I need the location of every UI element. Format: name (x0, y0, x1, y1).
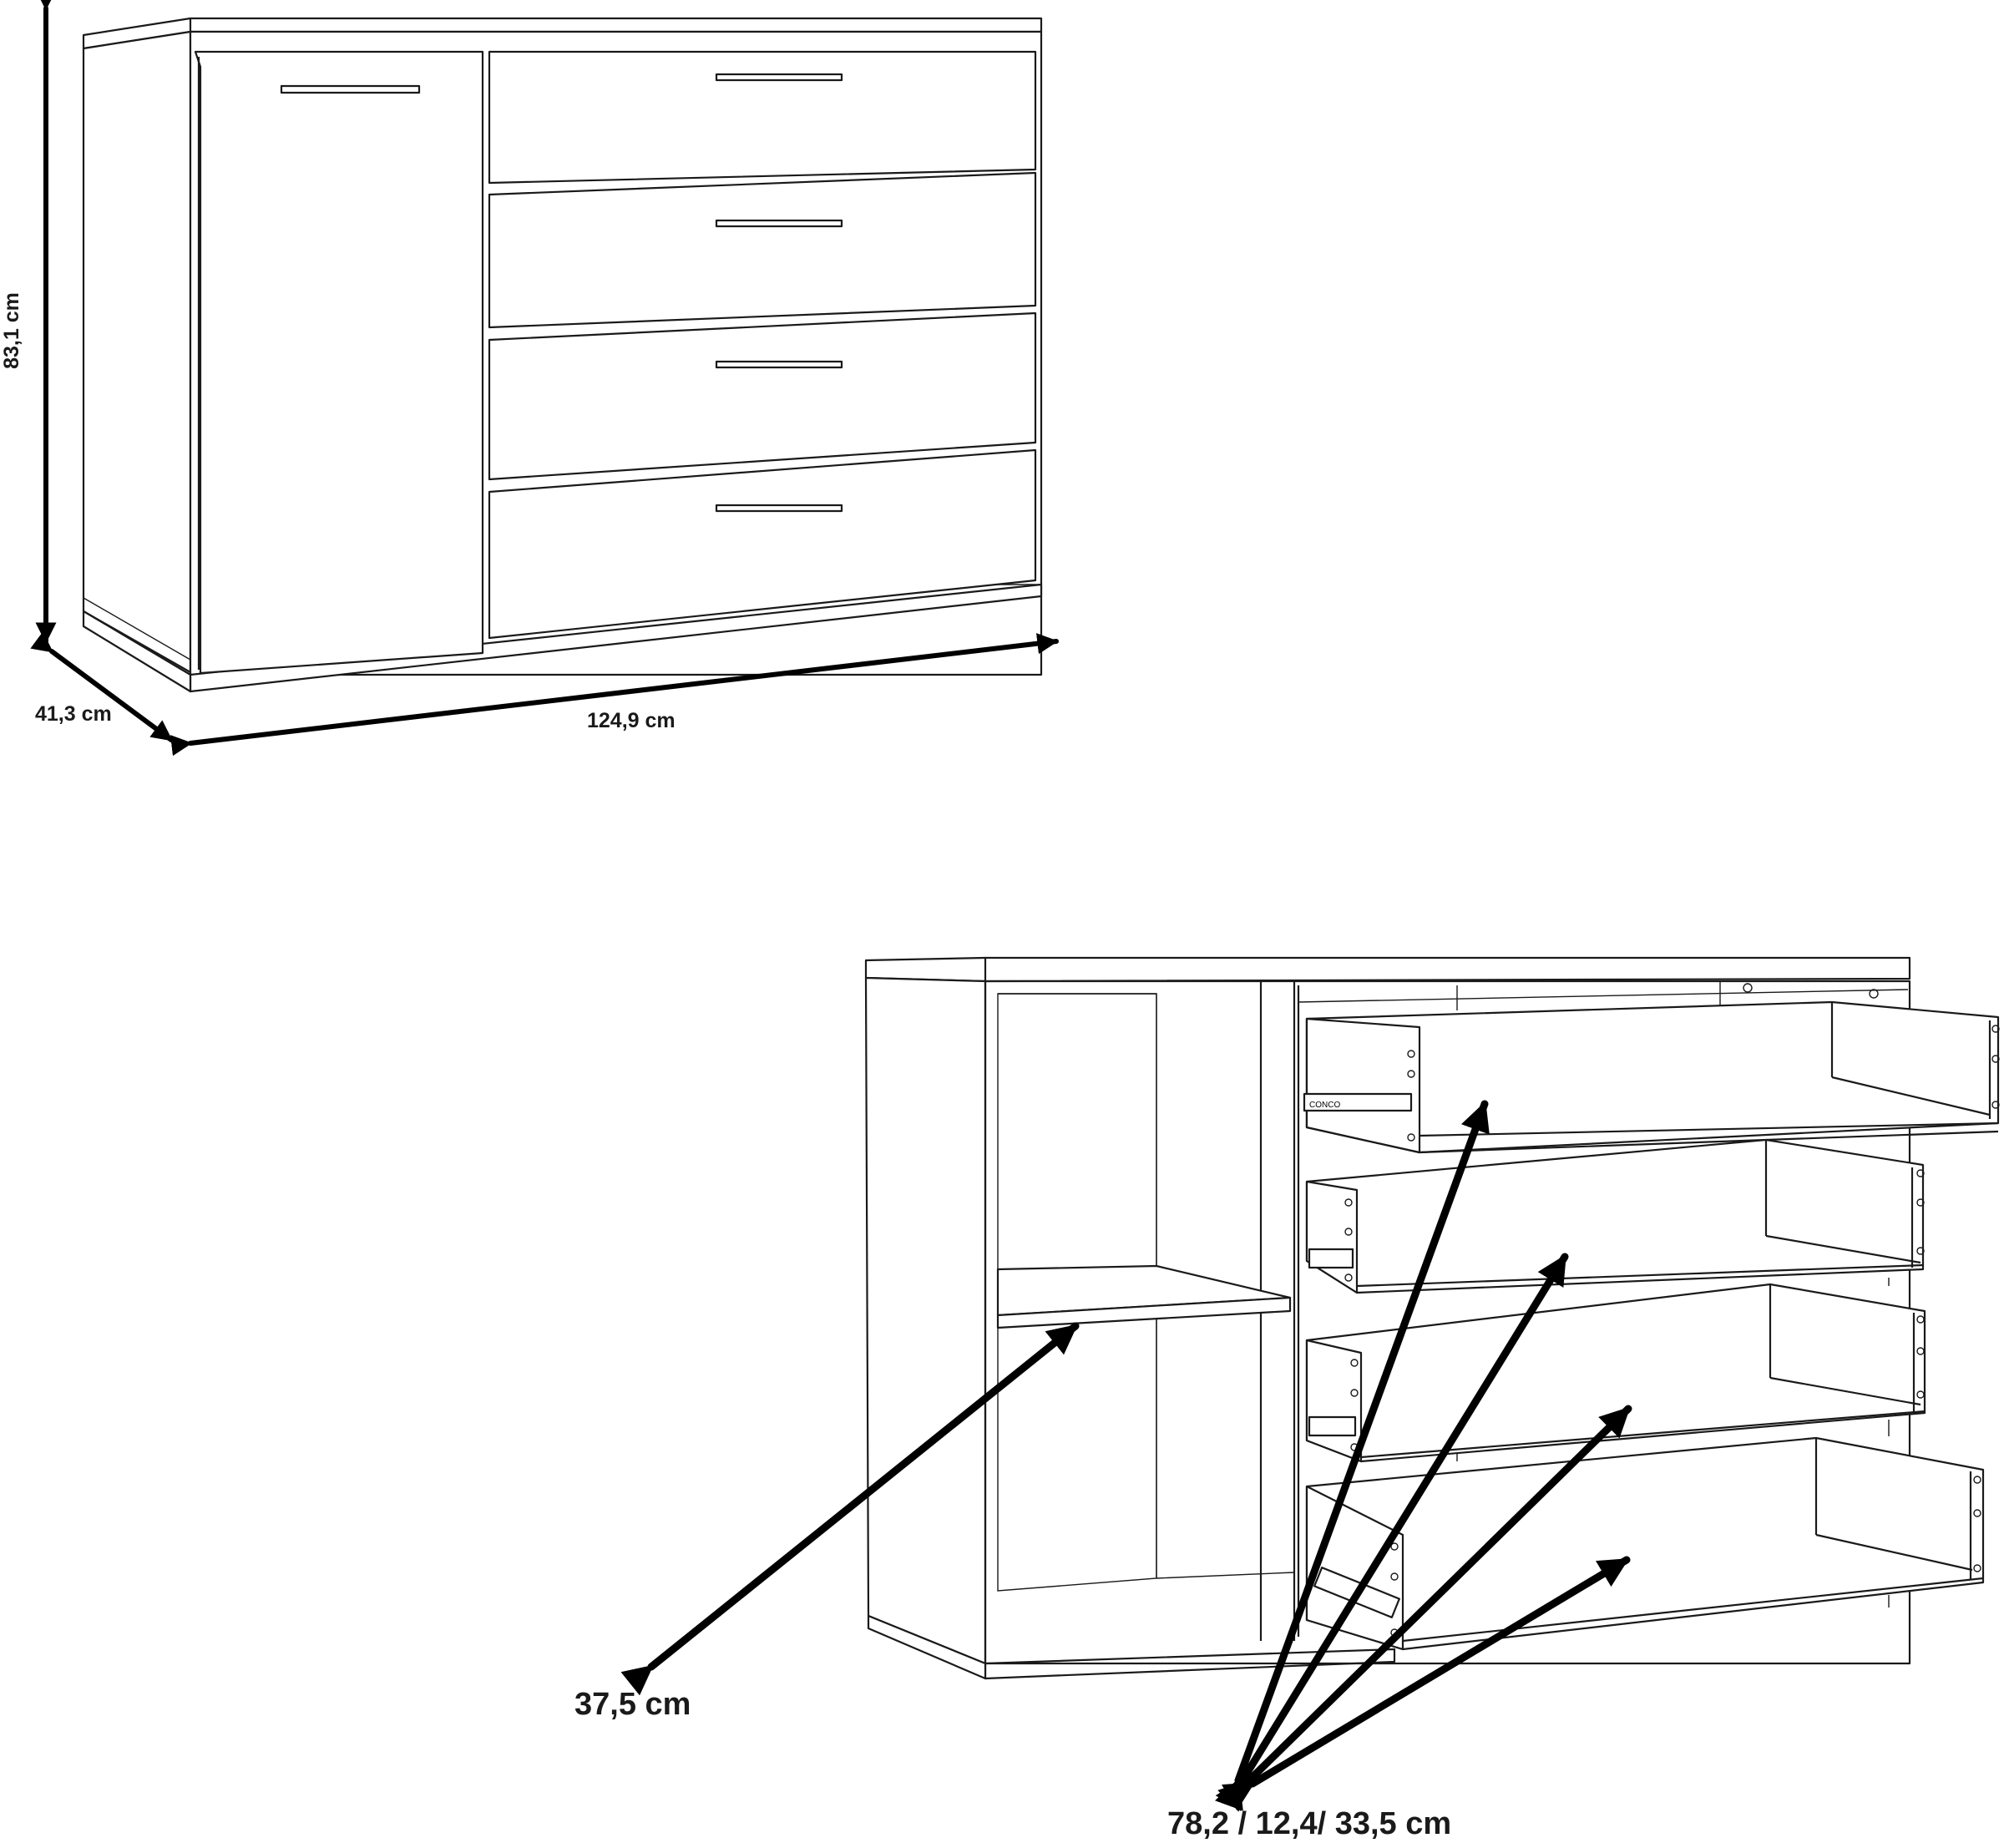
shelf (996, 1264, 1292, 1329)
open-drawer-1: CONCO (1303, 1000, 2000, 1154)
slide-brand: CONCO (1309, 1101, 1340, 1110)
open-drawer-2 (1305, 1138, 1925, 1294)
drawer-4 (488, 448, 1037, 640)
closed-dimension-arrows (30, 0, 1059, 757)
width-label: 124,9 cm (587, 709, 676, 732)
depth-arrow (30, 631, 174, 742)
drawer-1 (488, 50, 1037, 185)
closed-sideboard (82, 17, 1043, 693)
open-dimension-arrows (620, 1100, 1632, 1812)
open-drawer-3 (1305, 1283, 1926, 1463)
depth-label: 41,3 cm (35, 702, 112, 726)
shelf-depth-label: 37,5 cm (574, 1687, 691, 1722)
cabinet-door (194, 50, 484, 675)
width-arrow (170, 633, 1059, 757)
shelf-depth-arrow (620, 1322, 1080, 1696)
drawer-3 (488, 311, 1037, 481)
drawer-2 (488, 171, 1037, 329)
height-label: 83,1 cm (0, 292, 23, 369)
drawer-dimensions-label: 78,2 / 12,4/ 33,5 cm (1167, 1806, 1451, 1841)
open-sideboard: CONCO (864, 956, 2000, 1680)
door-handle (280, 84, 421, 94)
drawer-arrow-4 (1221, 1556, 1631, 1811)
open-drawer-4 (1305, 1436, 1985, 1651)
